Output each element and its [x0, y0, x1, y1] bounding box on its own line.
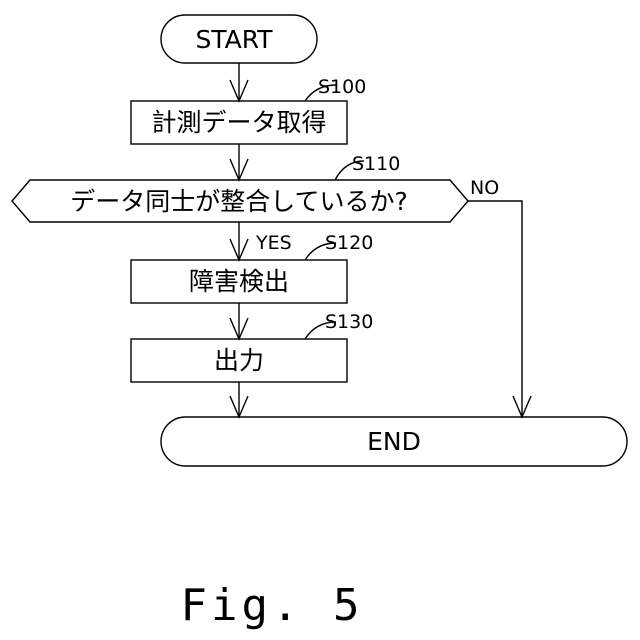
- process-label-s130: 出力: [214, 346, 264, 375]
- connector-no-branch: [468, 201, 522, 417]
- process-label-s120: 障害検出: [189, 267, 289, 296]
- yes-branch-label: YES: [255, 232, 292, 254]
- decision-label-s110: データ同士が整合しているか?: [70, 187, 408, 216]
- step-label-s110: S110: [352, 153, 400, 175]
- end-label: END: [367, 427, 421, 456]
- step-label-s100: S100: [318, 76, 366, 98]
- step-label-s120: S120: [325, 232, 373, 254]
- start-label: START: [195, 25, 273, 54]
- figure-caption: Fig. 5: [181, 580, 364, 631]
- no-branch-label: NO: [470, 177, 499, 199]
- step-label-s130: S130: [325, 311, 373, 333]
- process-label-s100: 計測データ取得: [151, 108, 326, 137]
